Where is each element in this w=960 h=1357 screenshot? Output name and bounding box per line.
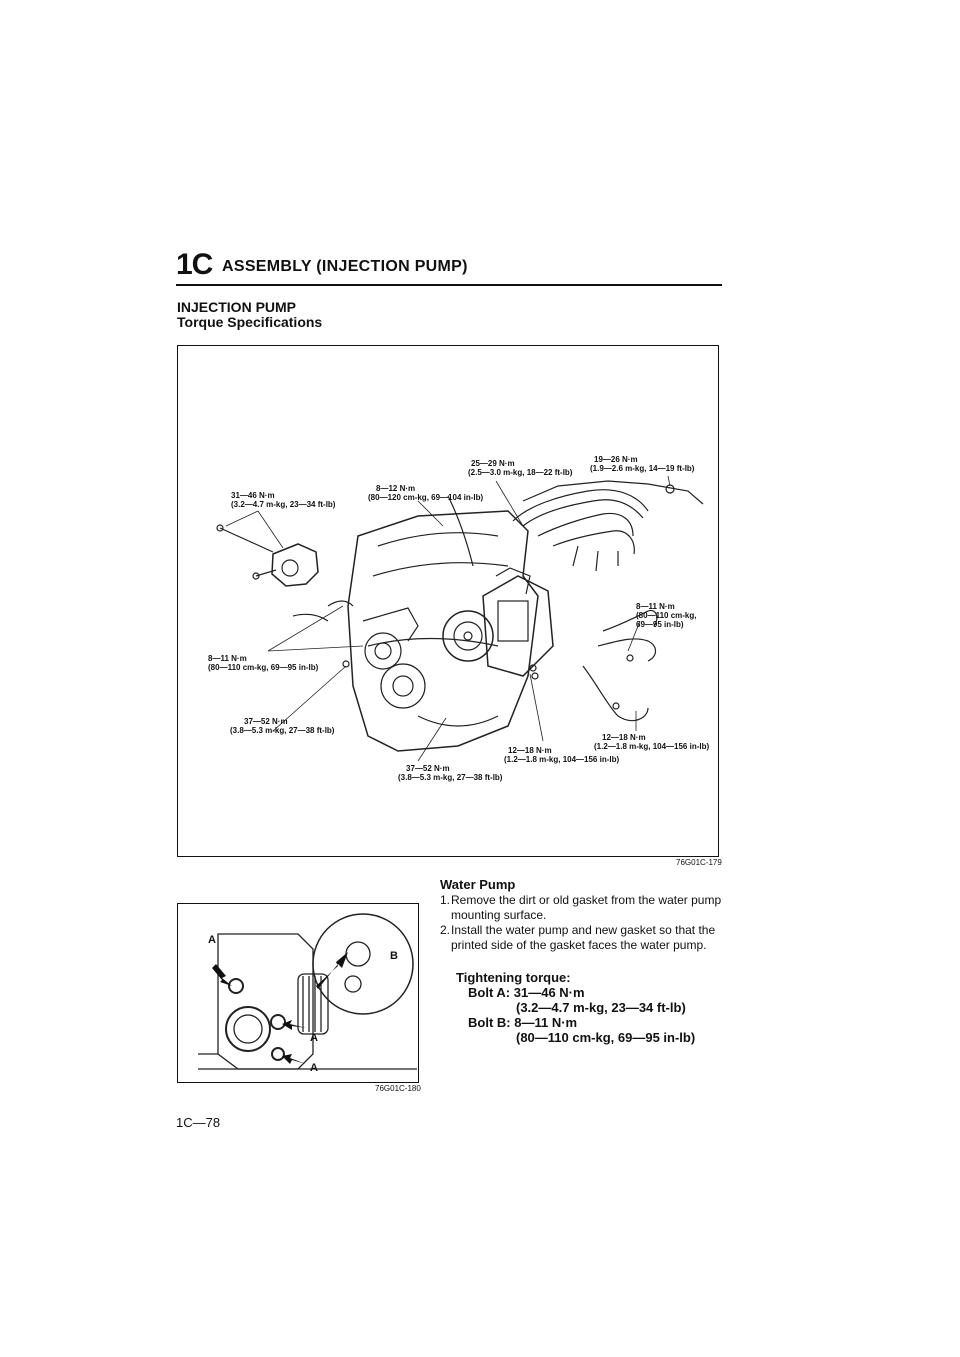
- page-number: 1C—78: [176, 1115, 221, 1130]
- bolt-label-a-bottom: A: [310, 1062, 318, 1074]
- bolt-label-b: B: [390, 950, 398, 962]
- torque-callout-5: 8—11 N·m (80—110 cm-kg, 69—95 in-lb): [636, 602, 697, 629]
- header-rule: [176, 284, 722, 286]
- torque-callout-6: 8—11 N·m (80—110 cm-kg, 69—95 in-lb): [208, 654, 319, 672]
- figure-2-id: 76G01C-180: [375, 1084, 421, 1093]
- torque-diagram: 31—46 N·m (3.2—4.7 m-kg, 23—34 ft-lb) 8—…: [177, 345, 719, 857]
- section-code: 1C: [176, 248, 213, 281]
- step-1: 1. Remove the dirt or old gasket from th…: [440, 893, 722, 922]
- torque-callout-1: 31—46 N·m (3.2—4.7 m-kg, 23—34 ft-lb): [231, 491, 336, 509]
- bolt-label-a-middle: A: [310, 1032, 318, 1044]
- bolt-b-alt: (80—110 cm-kg, 69—95 in-lb): [516, 1030, 696, 1045]
- page-header: 1C ASSEMBLY (INJECTION PUMP): [176, 246, 722, 288]
- water-pump-illustration: [198, 913, 418, 1070]
- water-pump-figure: A B A A: [177, 903, 419, 1083]
- section-heading: INJECTION PUMP Torque Specifications: [177, 300, 322, 330]
- figure-1-id: 76G01C-179: [676, 858, 722, 867]
- step-2: 2. Install the water pump and new gasket…: [440, 923, 716, 952]
- section-title-main: INJECTION PUMP: [177, 299, 297, 315]
- torque-heading: Tightening torque:: [456, 970, 571, 985]
- torque-callout-8: 12—18 N·m (1.2—1.8 m-kg, 104—156 in-lb): [594, 733, 710, 751]
- bolt-a-alt: (3.2—4.7 m-kg, 23—34 ft-lb): [516, 1000, 686, 1015]
- torque-callout-2: 8—12 N·m (80—120 cm-kg, 69—104 in-lb): [368, 484, 484, 502]
- bolt-a-spec: Bolt A: 31—46 N·m: [468, 985, 585, 1000]
- water-pump-title: Water Pump: [440, 877, 516, 892]
- torque-callout-4: 19—26 N·m (1.9—2.6 m-kg, 14—19 ft-lb): [590, 455, 695, 473]
- section-subtitle: Torque Specifications: [177, 314, 323, 330]
- bolt-b-spec: Bolt B: 8—11 N·m: [468, 1015, 578, 1030]
- torque-callout-10: 37—52 N·m (3.8—5.3 m-kg, 27—38 ft-lb): [398, 764, 503, 782]
- torque-callout-7: 37—52 N·m (3.8—5.3 m-kg, 27—38 ft-lb): [230, 717, 335, 735]
- tightening-torque-block: Tightening torque: Bolt A: 31—46 N·m (3.…: [456, 970, 695, 1045]
- torque-callout-3: 25—29 N·m (2.5—3.0 m-kg, 18—22 ft-lb): [468, 459, 573, 477]
- torque-callout-9: 12—18 N·m (1.2—1.8 m-kg, 104—156 in-lb): [504, 746, 620, 764]
- bolt-label-a-top: A: [208, 934, 216, 946]
- engine-illustration: [216, 475, 704, 762]
- section-title: ASSEMBLY (INJECTION PUMP): [222, 258, 468, 275]
